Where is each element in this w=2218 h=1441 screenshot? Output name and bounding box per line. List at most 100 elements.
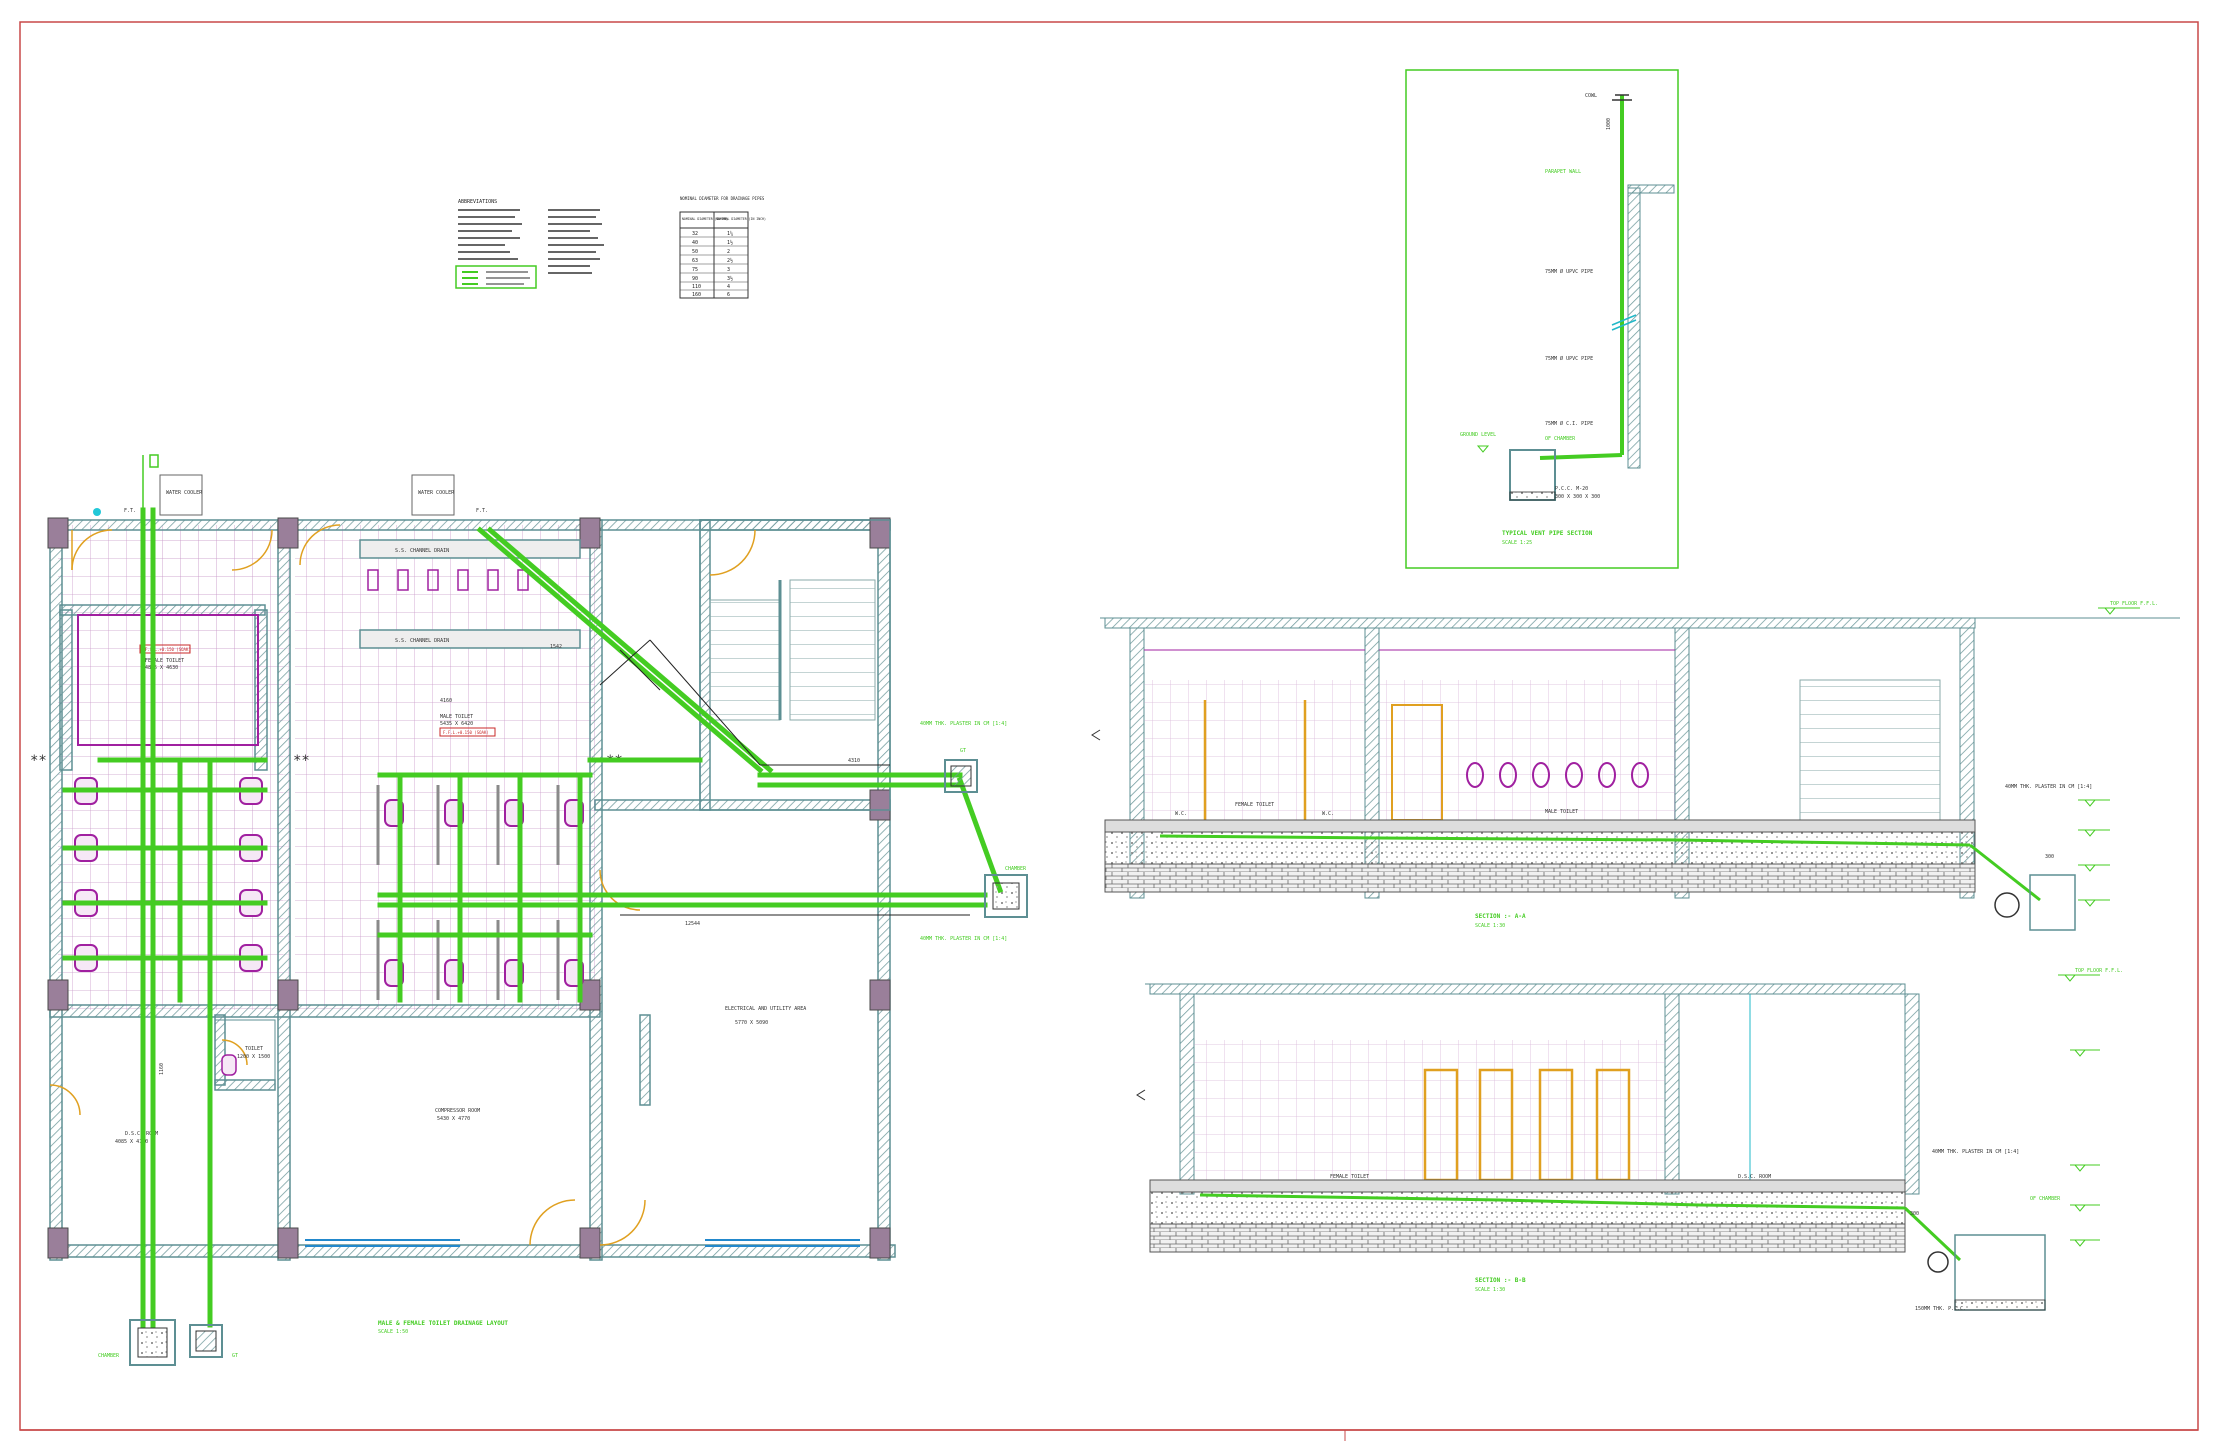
- rising-main-tag: [149, 454, 159, 468]
- small-toilet-label: TOILET: [245, 1046, 263, 1052]
- aa-male-label: MALE TOILET: [1545, 809, 1578, 815]
- channel-drain: [359, 539, 581, 559]
- bb-title: SECTION :- B-B: [1475, 1277, 1526, 1284]
- pipe-row-inch: 2½: [727, 257, 733, 264]
- plan-walls: [49, 519, 896, 1261]
- bb-female-label: FEMALE TOILET: [1330, 1174, 1369, 1180]
- pipe-row-mm: 50: [692, 249, 698, 255]
- bb-drain-pipe: [1199, 1193, 1906, 1210]
- aa-top-floor-label: TOP FLOOR F.F.L.: [2110, 601, 2158, 607]
- floor-plan: F.F.L.+0.150 (SOAK) FEMALE TOILET 4885 X…: [30, 454, 1028, 1366]
- parapet-wall: [1627, 187, 1641, 469]
- aa-chamber: [2029, 874, 2076, 931]
- legend-pipe-key: [455, 265, 537, 289]
- of-chamber-label: OF CHAMBER: [1545, 436, 1576, 442]
- dimension-lines: [599, 639, 970, 916]
- svg-text:MALE TOILET: MALE TOILET: [440, 714, 473, 720]
- section-mark: **: [30, 753, 47, 769]
- water-cooler: [411, 474, 455, 516]
- section-mark: **: [293, 753, 310, 769]
- water-cooler: [159, 474, 203, 516]
- pipe-row-mm: 110: [692, 284, 701, 290]
- plan-scale: SCALE 1:50: [378, 1329, 408, 1335]
- upvc-label: 75MM Ø UPVC PIPE: [1545, 268, 1593, 275]
- plan-title: MALE & FEMALE TOILET DRAINAGE LAYOUT: [378, 1320, 508, 1327]
- aa-female-label: FEMALE TOILET: [1235, 802, 1274, 808]
- electrical-room-label: ELECTRICAL AND UTILITY AREA: [725, 1006, 806, 1012]
- plaster-note: 40MM THK. PLASTER IN CM [1:4]: [920, 936, 1007, 942]
- bb-wall-tiles: [1194, 1040, 1665, 1180]
- dsc-room-size: 4085 X 4170: [115, 1139, 148, 1145]
- floor-trap-label: F.T.: [124, 508, 136, 514]
- aa-urinals: [1466, 762, 1649, 788]
- bb-dsc-label: D.S.C. ROOM: [1738, 1174, 1771, 1180]
- cowl-label: COWL: [1585, 93, 1597, 99]
- doors: [49, 524, 756, 1246]
- pipe-row-mm: 63: [692, 258, 698, 264]
- small-toilet-size: 1200 X 1500: [237, 1054, 270, 1060]
- electrical-room-size: 5770 X 5090: [735, 1020, 768, 1026]
- aa-dimension: 300: [2045, 854, 2054, 860]
- parapet-coping: [1627, 184, 1675, 194]
- pcc-size: 300 X 300 X 300: [1555, 494, 1600, 500]
- svg-text:F.F.L.+0.150 (SOAK): F.F.L.+0.150 (SOAK): [145, 647, 191, 652]
- vent-section-scale: SCALE 1:25: [1502, 540, 1532, 546]
- gully-trap-label: GT: [232, 1353, 238, 1359]
- structural-columns: [47, 517, 891, 1259]
- bb-dimension: 300: [1910, 1211, 1919, 1217]
- stair-core: [699, 519, 891, 811]
- aa-title: SECTION :- A-A: [1475, 913, 1526, 920]
- vent-section-title: TYPICAL VENT PIPE SECTION: [1502, 530, 1593, 537]
- aa-scale: SCALE 1:30: [1475, 923, 1505, 929]
- aa-drain-pipe: [1159, 834, 1971, 847]
- pipe-header-mm: NOMINAL DIAMETER (IN MM): [682, 217, 728, 221]
- plaster-note: 40MM THK. PLASTER IN CM [1:4]: [920, 721, 1007, 727]
- aa-floor-slab: [1104, 819, 1976, 833]
- vent-dimension: 1000: [1606, 118, 1612, 130]
- section-bb: FEMALE TOILET D.S.C. ROOM 40MM THK. PLAS…: [1136, 968, 2123, 1312]
- chamber-label: CHAMBER: [1005, 866, 1027, 872]
- cyan-marker: [93, 508, 101, 516]
- female-toilet-label: F.F.L.+0.150 (SOAK) FEMALE TOILET 4885 X…: [139, 644, 191, 671]
- parapet-wall-label: PARAPET WALL: [1545, 169, 1581, 175]
- windows: [305, 1239, 860, 1247]
- bb-plaster-note: 40MM THK. PLASTER IN CM [1:4]: [1932, 1149, 2019, 1155]
- bb-of-chamber: OF CHAMBER: [2030, 1196, 2061, 1202]
- aa-foundation: [1104, 863, 1976, 893]
- urinals: [367, 569, 529, 591]
- wc-label: W.C.: [1175, 811, 1187, 817]
- svg-text:4885 X 4630: 4885 X 4630: [145, 665, 178, 671]
- wc-label: W.C.: [1322, 811, 1334, 817]
- male-toilet-tiles: [295, 525, 595, 1010]
- ci-pipe-label: 75MM Ø C.I. PIPE: [1545, 420, 1593, 427]
- pipe-row-inch: 2: [727, 249, 730, 255]
- water-cooler-label: WATER COOLER: [166, 490, 203, 496]
- svg-text:5435 X 6420: 5435 X 6420: [440, 721, 473, 727]
- pipe-row-inch: 3½: [727, 275, 733, 282]
- bb-level-marks: [2058, 974, 2100, 1247]
- cowl-icon: [1612, 94, 1632, 101]
- floor-trap-label: F.T.: [476, 508, 488, 514]
- legend-block: ABBREVIATIONS NOMINAL DIAMETER FOR DRAIN…: [455, 196, 766, 299]
- dimension-label: 1542: [550, 644, 562, 650]
- upvc-label: 75MM Ø UPVC PIPE: [1545, 355, 1593, 362]
- svg-text:FEMALE TOILET: FEMALE TOILET: [145, 658, 184, 664]
- svg-text:F.F.L.+0.150 (SOAK): F.F.L.+0.150 (SOAK): [443, 730, 489, 735]
- ground-level-label: GROUND LEVEL: [1460, 432, 1496, 438]
- bb-pcc-label: 150MM THK. P.C.C.: [1915, 1306, 1966, 1312]
- aa-wall-tiles: [1379, 680, 1675, 820]
- pipe-row-inch: 6: [727, 292, 730, 298]
- gully-traps: [129, 759, 1028, 1366]
- female-toilet-core: [77, 614, 259, 746]
- pipe-row-mm: 40: [692, 240, 698, 246]
- bb-chamber: [1954, 1234, 2046, 1311]
- stair-treads: [789, 579, 876, 721]
- gully-trap-label: GT: [960, 748, 966, 754]
- pcc-label: P.C.C. M-20: [1555, 486, 1588, 492]
- dimension-label: 4310: [848, 758, 860, 764]
- pipe-row-mm: 32: [692, 231, 698, 237]
- compressor-room-label: COMPRESSOR ROOM: [435, 1108, 480, 1114]
- pipe-row-inch: 4: [727, 284, 730, 290]
- pipe-row-inch: 1½: [727, 239, 733, 246]
